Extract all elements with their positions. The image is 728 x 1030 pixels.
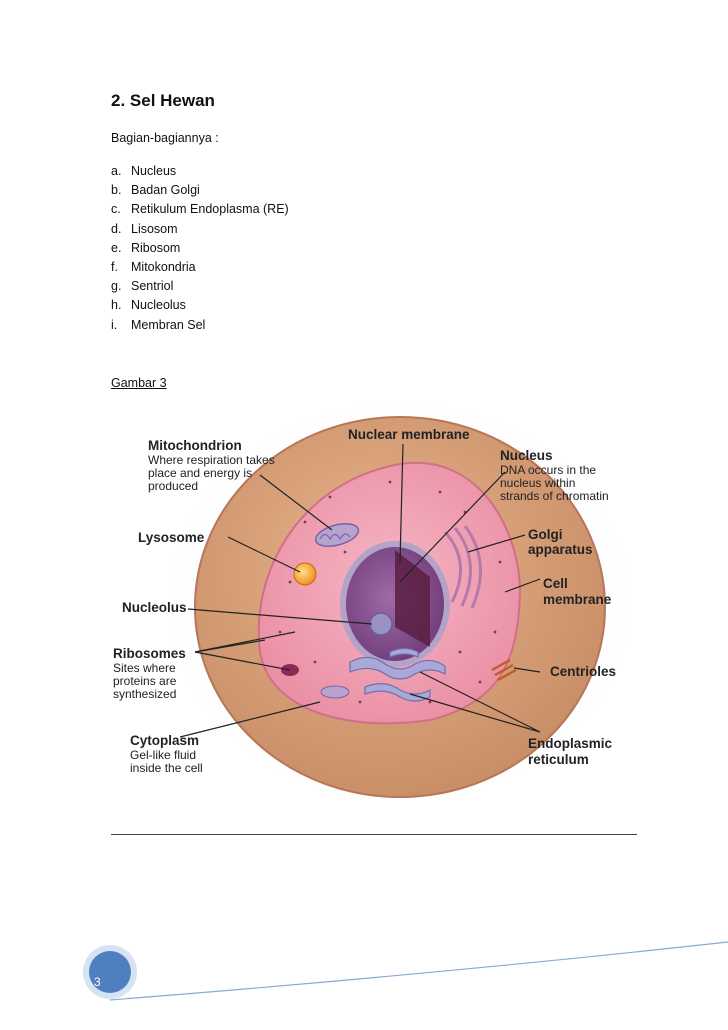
- list-marker: e.: [111, 240, 122, 255]
- label-lysosome: Lysosome: [138, 530, 205, 545]
- centrioles-shape: [491, 659, 517, 681]
- label-mitochondrion-desc-1: Where respiration takes: [148, 453, 275, 467]
- cytoplasm-granules: [278, 480, 502, 704]
- label-nucleus: Nucleus: [500, 448, 553, 463]
- list-item: h. Nucleolus: [111, 296, 289, 315]
- lysosome-shape: [293, 562, 317, 586]
- label-mitochondrion-desc-2: place and energy is: [148, 466, 252, 480]
- list-marker: d.: [111, 221, 122, 236]
- label-cell-membrane-2: membrane: [543, 592, 612, 607]
- list-marker: f.: [111, 259, 118, 274]
- page-number: 3: [94, 975, 101, 989]
- label-centrioles: Centrioles: [550, 664, 616, 679]
- parts-list: a. Nucleus b. Badan Golgi c. Retikulum Endo…: [111, 162, 289, 335]
- list-item-text: Ribosom: [131, 240, 181, 255]
- nucleolus-shape: [369, 612, 393, 636]
- animal-cell-diagram: Mitochondrion Where respiration takes pl…: [100, 387, 650, 820]
- er-shape: [349, 647, 446, 702]
- label-nuclear-membrane: Nuclear membrane: [348, 427, 470, 442]
- label-leaders: [179, 443, 541, 738]
- label-ribosomes-desc-3: synthesized: [113, 687, 176, 701]
- label-nucleus-desc-1: DNA occurs in the: [500, 463, 596, 477]
- list-item: d. Lisosom: [111, 220, 289, 239]
- list-item: f. Mitokondria: [111, 258, 289, 277]
- list-marker: i.: [111, 317, 118, 332]
- footer-rule: [111, 834, 637, 835]
- label-cell-membrane-1: Cell: [543, 576, 568, 591]
- label-ribosomes: Ribosomes: [113, 646, 186, 661]
- figure-caption: Gambar 3: [111, 376, 167, 390]
- label-golgi-1: Golgi: [528, 527, 563, 542]
- list-item: g. Sentriol: [111, 277, 289, 296]
- label-mitochondrion: Mitochondrion: [148, 438, 242, 453]
- vesicle: [320, 685, 350, 699]
- list-item-text: Mitokondria: [131, 259, 196, 274]
- golgi-shape: [443, 525, 482, 609]
- list-marker: h.: [111, 298, 122, 313]
- list-item-text: Lisosom: [131, 221, 178, 236]
- label-nucleus-desc-3: strands of chromatin: [500, 489, 609, 503]
- list-marker: c.: [111, 202, 121, 217]
- list-item: a. Nucleus: [111, 162, 289, 181]
- label-cytoplasm: Cytoplasm: [130, 733, 199, 748]
- list-item-text: Membran Sel: [131, 317, 206, 332]
- label-nucleolus: Nucleolus: [122, 600, 187, 615]
- list-item-text: Retikulum Endoplasma (RE): [131, 202, 289, 217]
- list-item-text: Nucleus: [131, 164, 177, 178]
- label-er-2: reticulum: [528, 752, 589, 767]
- mitochondrion-shape: [314, 523, 360, 547]
- parts-intro: Bagian-bagiannya :: [111, 131, 219, 145]
- list-item-text: Badan Golgi: [131, 183, 200, 198]
- label-cytoplasm-desc-1: Gel-like fluid: [130, 748, 196, 762]
- list-item: c. Retikulum Endoplasma (RE): [111, 200, 289, 219]
- list-marker: b.: [111, 183, 122, 198]
- label-mitochondrion-desc-3: produced: [148, 479, 198, 493]
- section-heading: 2. Sel Hewan: [111, 91, 215, 110]
- list-item-text: Nucleolus: [131, 298, 186, 313]
- label-cytoplasm-desc-2: inside the cell: [130, 761, 203, 775]
- page-number-badge: [83, 945, 137, 999]
- list-item: b. Badan Golgi: [111, 181, 289, 200]
- nucleus-cutaway: [395, 550, 430, 647]
- list-marker: a.: [111, 164, 122, 178]
- list-item: e. Ribosom: [111, 239, 289, 258]
- label-nucleus-desc-2: nucleus within: [500, 476, 575, 490]
- label-golgi-2: apparatus: [528, 542, 593, 557]
- list-marker: g.: [111, 279, 122, 294]
- label-er-1: Endoplasmic: [528, 736, 613, 751]
- label-ribosomes-desc-1: Sites where: [113, 661, 176, 675]
- label-ribosomes-desc-2: proteins are: [113, 674, 177, 688]
- list-item-text: Sentriol: [131, 279, 174, 294]
- list-item: i. Membran Sel: [111, 316, 289, 335]
